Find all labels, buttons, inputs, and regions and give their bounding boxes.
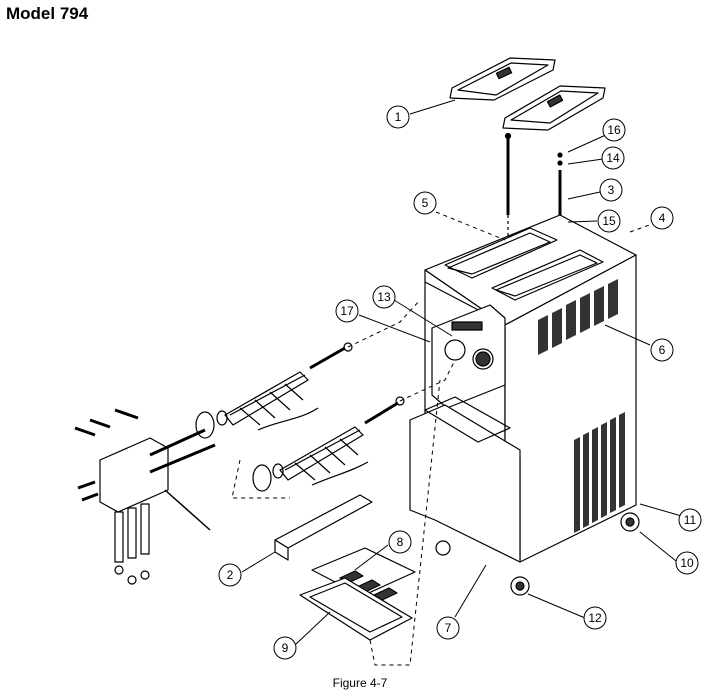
callout-14: 14 [601, 146, 625, 170]
svg-text:16: 16 [607, 123, 621, 137]
svg-text:3: 3 [608, 183, 615, 197]
svg-text:13: 13 [377, 290, 391, 304]
svg-text:7: 7 [445, 621, 452, 635]
upper-side-vents [538, 279, 618, 355]
callout-6: 6 [650, 338, 674, 362]
svg-text:5: 5 [422, 196, 429, 210]
leader-lines [241, 99, 686, 646]
callout-16: 16 [602, 118, 626, 142]
svg-text:2: 2 [227, 568, 234, 582]
callout-7: 7 [436, 616, 460, 640]
callout-3: 3 [599, 178, 623, 202]
callout-5: 5 [413, 191, 437, 215]
callout-11: 11 [678, 508, 702, 532]
svg-text:12: 12 [588, 611, 602, 625]
svg-text:4: 4 [659, 211, 666, 225]
o-rings [195, 410, 284, 492]
figure-caption: Figure 4-7 [332, 676, 388, 690]
callout-12: 12 [583, 606, 607, 630]
callout-10: 10 [675, 551, 699, 575]
diagram-title: Model 794 [6, 4, 89, 23]
svg-text:1: 1 [395, 110, 402, 124]
beater-assembly-lower [279, 396, 405, 486]
hopper-lid-right [502, 85, 606, 131]
callout-1: 1 [386, 105, 410, 129]
svg-text:9: 9 [282, 641, 289, 655]
svg-text:6: 6 [659, 343, 666, 357]
svg-text:17: 17 [340, 304, 354, 318]
door-assembly [74, 408, 216, 585]
callout-4: 4 [650, 206, 674, 230]
drip-tray [299, 577, 413, 641]
callout-17: 17 [335, 299, 359, 323]
hopper-lid-left [449, 57, 556, 101]
svg-text:8: 8 [397, 535, 404, 549]
air-tube-right [557, 152, 563, 252]
callout-2: 2 [218, 563, 242, 587]
svg-text:15: 15 [602, 214, 616, 228]
callout-15: 15 [597, 209, 621, 233]
air-tube-left [504, 132, 512, 245]
svg-text:10: 10 [680, 556, 694, 570]
beater-assembly-upper [224, 342, 353, 431]
freezer-door [431, 304, 506, 409]
connector-lines [231, 211, 653, 666]
svg-text:14: 14 [606, 151, 620, 165]
callout-9: 9 [273, 636, 297, 660]
lower-side-vents [574, 412, 625, 533]
drip-pan [274, 494, 373, 561]
callout-8: 8 [388, 530, 412, 554]
callout-13: 13 [372, 285, 396, 309]
svg-text:11: 11 [684, 513, 697, 527]
casters [435, 512, 640, 596]
front-panel [409, 396, 521, 563]
